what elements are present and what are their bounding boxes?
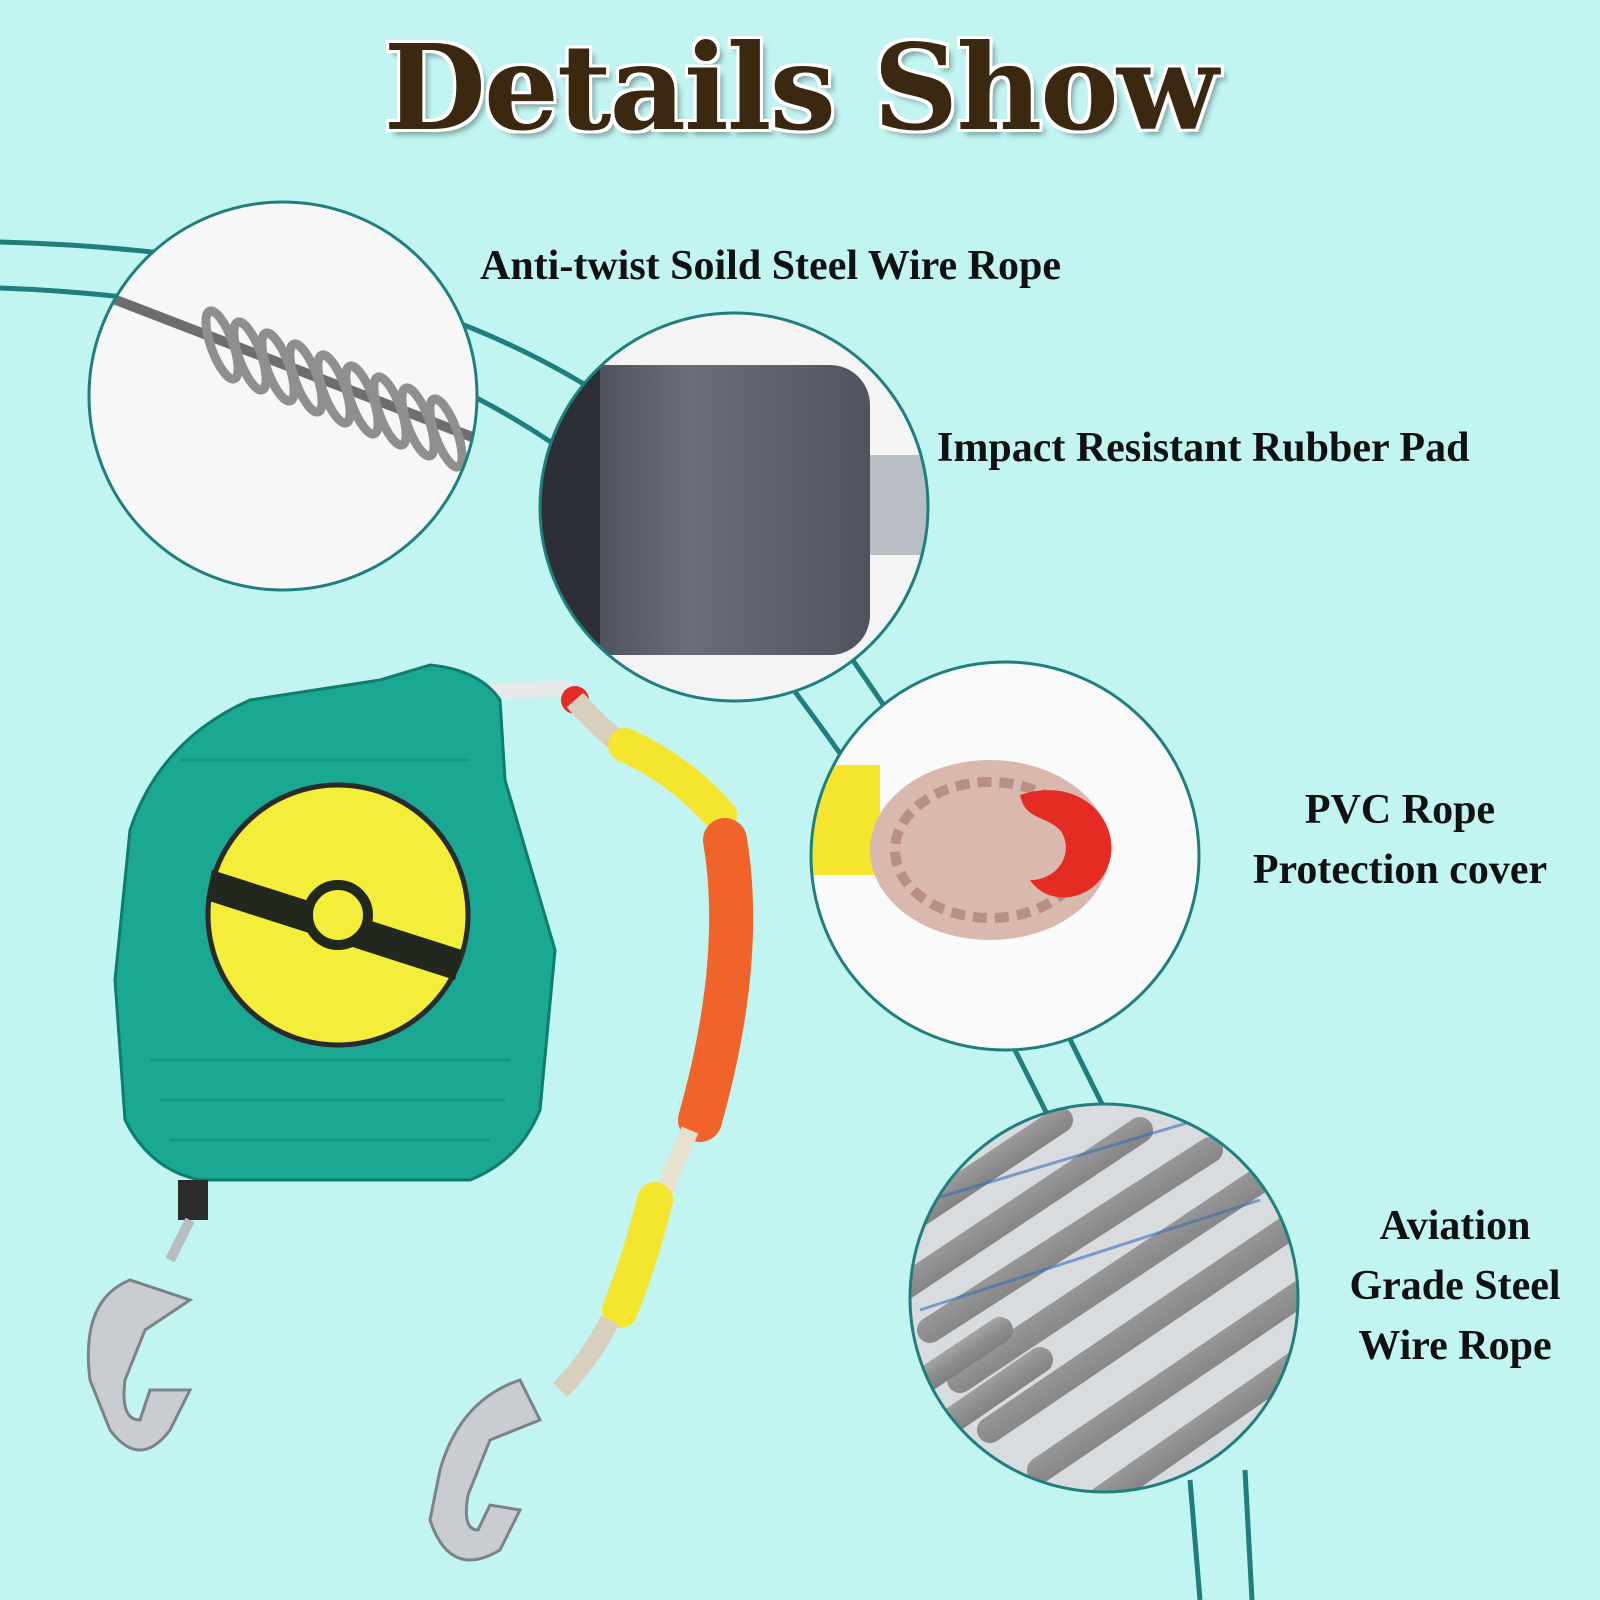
left-snap-hook (86, 1278, 194, 1452)
feature-label-aviation-wire: Aviation Grade Steel Wire Rope (1320, 1196, 1590, 1376)
yellow-sleeve (811, 765, 880, 875)
red-thimble (1020, 790, 1112, 898)
feature-label-line: Grade Steel (1349, 1263, 1561, 1309)
feature-label-line: Wire Rope (1358, 1323, 1552, 1369)
detail-circle-rubber-pad (538, 311, 930, 703)
feature-label-line: PVC Rope (1304, 787, 1496, 833)
dial-center (303, 880, 373, 950)
connector-tail-left (1187, 1479, 1203, 1600)
rubber-pad-shape (540, 365, 870, 655)
spring-coils (201, 306, 467, 472)
right-snap-hook (428, 1378, 543, 1562)
wire-strands (910, 1104, 1298, 1492)
detail-circle-wire-spring (87, 200, 479, 592)
detail-circle-pvc-cover (809, 660, 1201, 1052)
detail-circle-steel-wire (908, 1102, 1300, 1494)
feature-label-wire-rope: Anti-twist Soild Steel Wire Rope (480, 243, 1062, 289)
yellow-sleeve-top (608, 728, 737, 832)
feature-label-rubber-pad: Impact Resistant Rubber Pad (937, 425, 1470, 471)
feature-label-line: Aviation (1379, 1203, 1531, 1249)
orange-energy-absorber (678, 818, 754, 1142)
page-title: Details Show (383, 18, 1219, 157)
fall-arrester-device (86, 663, 754, 1562)
feature-label-pvc-cover: PVC Rope Protection cover (1225, 780, 1575, 900)
connector-tail-right (1242, 1469, 1255, 1600)
feature-label-line: Protection cover (1252, 847, 1548, 893)
yellow-sleeve-bottom (602, 1182, 673, 1328)
